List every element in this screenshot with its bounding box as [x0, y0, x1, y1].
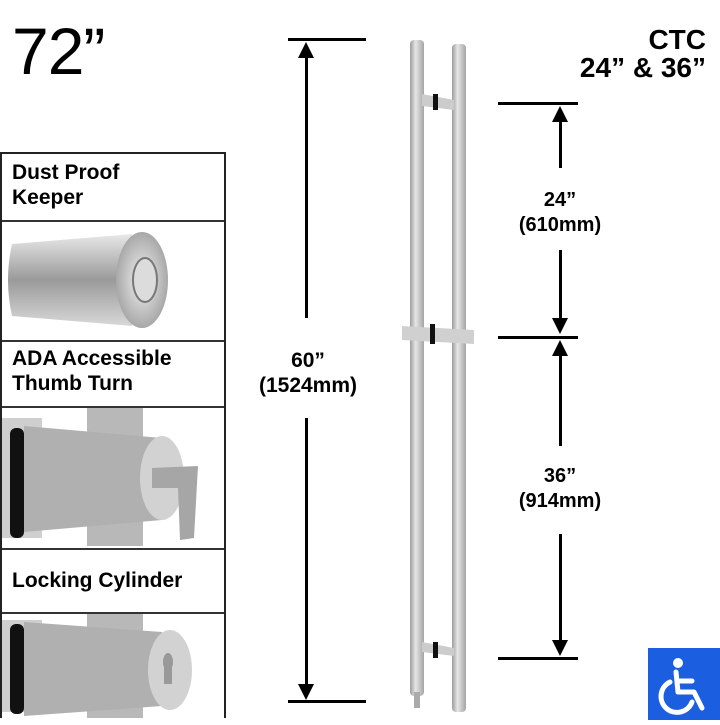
dimension-line	[559, 534, 562, 642]
feature-label-line: Keeper	[12, 186, 84, 209]
overall-metric: (1524mm)	[258, 374, 358, 397]
feature-label-line: ADA Accessible	[12, 347, 172, 370]
ctc-middle-line	[498, 336, 578, 339]
dimension-line	[305, 418, 308, 686]
dust-proof-keeper-photo	[2, 222, 224, 342]
upper-ctc-imperial: 24”	[543, 189, 577, 211]
dimension-line	[559, 354, 562, 446]
ctc-top-line	[498, 102, 578, 105]
dimension-bottom-line	[288, 700, 366, 703]
arrow-down-icon	[552, 640, 568, 656]
ctc-bottom-line	[498, 657, 578, 660]
pull-handle-drawing	[400, 36, 480, 716]
overall-imperial: 60”	[291, 349, 325, 372]
wheelchair-accessible-icon	[658, 658, 705, 715]
feature-label-locking-cylinder: Locking Cylinder	[2, 548, 224, 614]
dimension-line	[559, 250, 562, 320]
locking-cylinder-photo	[2, 614, 224, 718]
upper-ctc-label: 24” (610mm)	[500, 188, 620, 238]
arrow-up-icon	[298, 42, 314, 58]
feature-panel: Dust Proof Keeper ADA Accessible Thumb T…	[0, 152, 226, 718]
lower-ctc-metric: (914mm)	[518, 490, 602, 512]
ctc-label: CTC	[648, 24, 706, 55]
feature-label-line: Thumb Turn	[12, 372, 133, 395]
dimension-line	[559, 120, 562, 168]
feature-label-line: Dust Proof	[12, 161, 120, 184]
feature-label-ada-thumb-turn: ADA Accessible Thumb Turn	[2, 340, 224, 408]
lower-ctc-label: 36” (914mm)	[500, 464, 620, 514]
overall-dimension-label: 60” (1524mm)	[240, 348, 376, 398]
arrow-down-icon	[552, 318, 568, 334]
upper-ctc-metric: (610mm)	[518, 214, 602, 236]
feature-label-dust-proof-keeper: Dust Proof Keeper	[2, 154, 224, 222]
thumb-turn-photo	[2, 408, 224, 550]
ada-badge	[648, 648, 720, 720]
lower-ctc-imperial: 36”	[543, 465, 577, 487]
dimension-top-line	[288, 38, 366, 41]
dimension-line	[305, 56, 308, 318]
handle-length-title: 72”	[12, 14, 105, 88]
feature-label-line: Locking Cylinder	[12, 569, 183, 592]
arrow-up-icon	[552, 106, 568, 122]
ctc-values: 24” & 36”	[579, 52, 706, 83]
arrow-down-icon	[298, 684, 314, 700]
arrow-up-icon	[552, 340, 568, 356]
ctc-heading: CTC 24” & 36”	[580, 26, 706, 82]
